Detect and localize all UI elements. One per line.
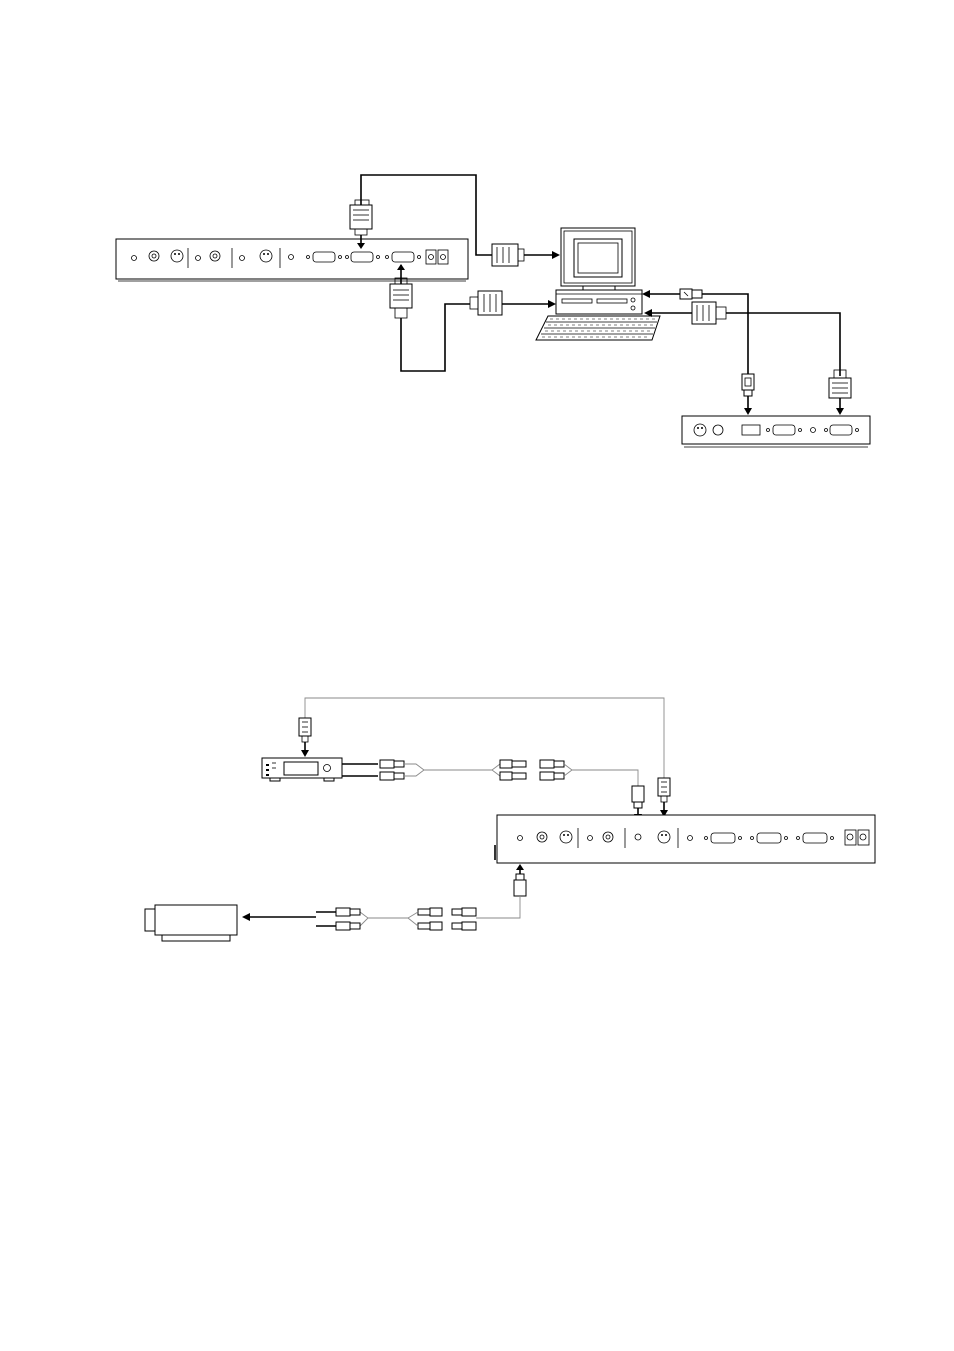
usb-plug-icon xyxy=(680,289,702,299)
rca-plug-icon xyxy=(500,760,526,780)
computer-monitor xyxy=(561,228,635,290)
rca-audio-cable xyxy=(342,760,644,821)
dvi-cable xyxy=(390,264,556,371)
rca-plug-icon xyxy=(452,908,476,930)
monitor-rear-panel xyxy=(495,815,875,863)
dsub-plug-icon xyxy=(492,244,524,266)
computer-tower xyxy=(556,290,642,314)
video-projector xyxy=(145,905,237,941)
dsub-plug-icon xyxy=(390,278,412,318)
svideo-cable xyxy=(305,698,664,778)
rca-plug-icon xyxy=(380,760,404,780)
usb-plug-icon xyxy=(742,374,754,396)
rs232-plug-icon xyxy=(692,302,726,324)
second-monitor-panel xyxy=(682,416,870,447)
svideo-plug-icon xyxy=(299,718,311,757)
dsub-plug-icon xyxy=(470,291,502,315)
av-connection-diagram xyxy=(145,698,875,941)
rca-plug-icon xyxy=(514,874,526,896)
monitor-rear-panel xyxy=(116,239,468,281)
av-player-device xyxy=(262,758,342,781)
rca-plug-icon xyxy=(540,760,564,780)
rca-plug-icon xyxy=(418,908,442,930)
keyboard xyxy=(536,316,660,340)
svideo-plug-icon xyxy=(658,778,670,817)
rca-output-cable xyxy=(242,864,526,930)
pc-connection-diagram xyxy=(116,175,870,447)
rca-plug-icon xyxy=(336,908,360,930)
